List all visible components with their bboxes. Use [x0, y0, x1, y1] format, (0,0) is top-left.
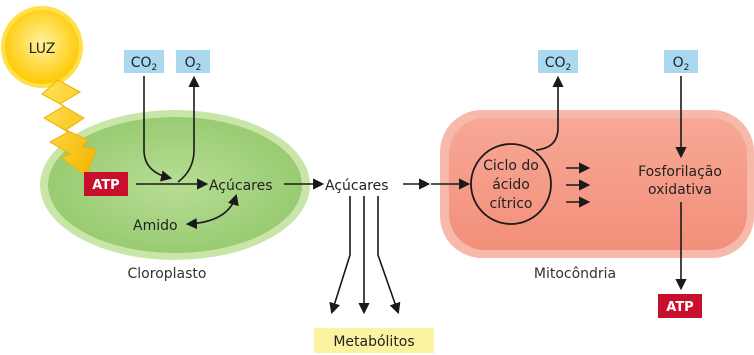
- arrow-to-metabolites-left: [329, 196, 351, 315]
- oxphos-line-2: oxidativa: [648, 182, 712, 198]
- mitochondrion-atp-label: ATP: [666, 300, 693, 315]
- svg-text:CO2: CO2: [131, 55, 158, 73]
- arrow-co2-out-of-mitochondrion: [535, 75, 564, 151]
- metabolites-label: Metabólitos: [333, 334, 414, 350]
- oxphos-line-1: Fosforilação: [638, 164, 722, 180]
- chloroplast-co2-label: CO: [131, 55, 152, 71]
- chloroplast-atp-label: ATP: [92, 178, 119, 193]
- arrow-to-metabolites-right: [377, 196, 401, 315]
- mitochondrion-atp-box: ATP: [658, 294, 702, 318]
- chloroplast-sugars-label: Açúcares: [209, 178, 273, 194]
- chloroplast-o2-subscript: 2: [196, 63, 202, 73]
- mitochondrion-co2-label: CO: [545, 55, 566, 71]
- cycle-line-2: ácido: [492, 177, 530, 193]
- svg-text:O2: O2: [673, 55, 690, 73]
- mitochondrion-co2-box: CO2: [538, 50, 578, 73]
- citric-acid-cycle: Ciclo do ácido cítrico: [470, 143, 552, 225]
- cycle-line-1: Ciclo do: [483, 158, 539, 174]
- metabolites-box: Metabólitos: [314, 328, 434, 353]
- mitochondrion: [440, 110, 754, 258]
- svg-text:CO2: CO2: [545, 55, 572, 73]
- mitochondrion-caption: Mitocôndria: [534, 266, 616, 282]
- cycle-line-3: cítrico: [490, 196, 533, 212]
- chloroplast-caption: Cloroplasto: [128, 266, 207, 282]
- light-label: LUZ: [29, 41, 56, 57]
- chloroplast-co2-box: CO2: [124, 50, 164, 73]
- mitochondrion-o2-subscript: 2: [684, 63, 690, 73]
- starch-label: Amido: [133, 218, 178, 234]
- sun-icon: LUZ: [1, 6, 83, 88]
- arrow-o2-out-of-chloroplast: [177, 75, 200, 183]
- mitochondrion-co2-subscript: 2: [566, 63, 572, 73]
- cytosol-sugars-label: Açúcares: [325, 178, 389, 194]
- chloroplast-o2-label: O: [185, 55, 196, 71]
- chloroplast-co2-subscript: 2: [152, 63, 158, 73]
- chloroplast-o2-box: O2: [176, 50, 210, 73]
- arrow-co2-into-chloroplast: [143, 76, 173, 182]
- chloroplast-atp-box: ATP: [84, 172, 128, 196]
- svg-text:O2: O2: [185, 55, 202, 73]
- arrow-starch-sugars: [185, 193, 239, 230]
- mitochondrion-o2-label: O: [673, 55, 684, 71]
- mitochondrion-o2-box: O2: [664, 50, 698, 73]
